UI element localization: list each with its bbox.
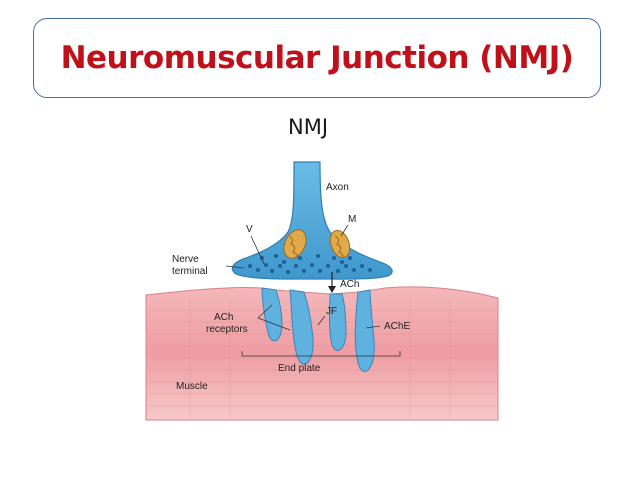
leader-lines [225, 224, 381, 331]
label-muscle: Muscle [176, 381, 208, 392]
muscle-fiber [145, 286, 499, 421]
label-terminal: terminal [172, 266, 208, 277]
label-ach-receptors-1: ACh [214, 312, 233, 323]
ach-release-arrow [328, 272, 336, 293]
label-end-plate: End plate [278, 363, 321, 374]
slide-title-box: Neuromuscular Junction (NMJ) [33, 18, 601, 98]
diagram-heading: NMJ [288, 115, 328, 139]
label-vesicle: V [246, 224, 253, 235]
synaptic-vesicles [248, 254, 372, 274]
label-nerve: Nerve [172, 254, 199, 265]
axon-and-terminal [231, 161, 393, 280]
nerve-terminal [231, 161, 393, 280]
label-ache: AChE [384, 321, 410, 332]
fold-4 [354, 289, 375, 372]
mitochondria [283, 229, 351, 259]
junctional-folds [261, 287, 375, 372]
label-ach-receptors-2: receptors [206, 324, 248, 335]
label-axon: Axon [326, 182, 349, 193]
muscle-striations [150, 309, 496, 407]
label-mitochondria: M [348, 214, 356, 225]
fold-1 [261, 287, 283, 342]
slide-title: Neuromuscular Junction (NMJ) [60, 40, 574, 76]
fold-2 [289, 289, 314, 365]
label-junctional-fold: JF [326, 306, 337, 317]
end-plate-bracket [241, 351, 401, 357]
label-ach: ACh [340, 279, 359, 290]
fold-3 [329, 293, 347, 351]
